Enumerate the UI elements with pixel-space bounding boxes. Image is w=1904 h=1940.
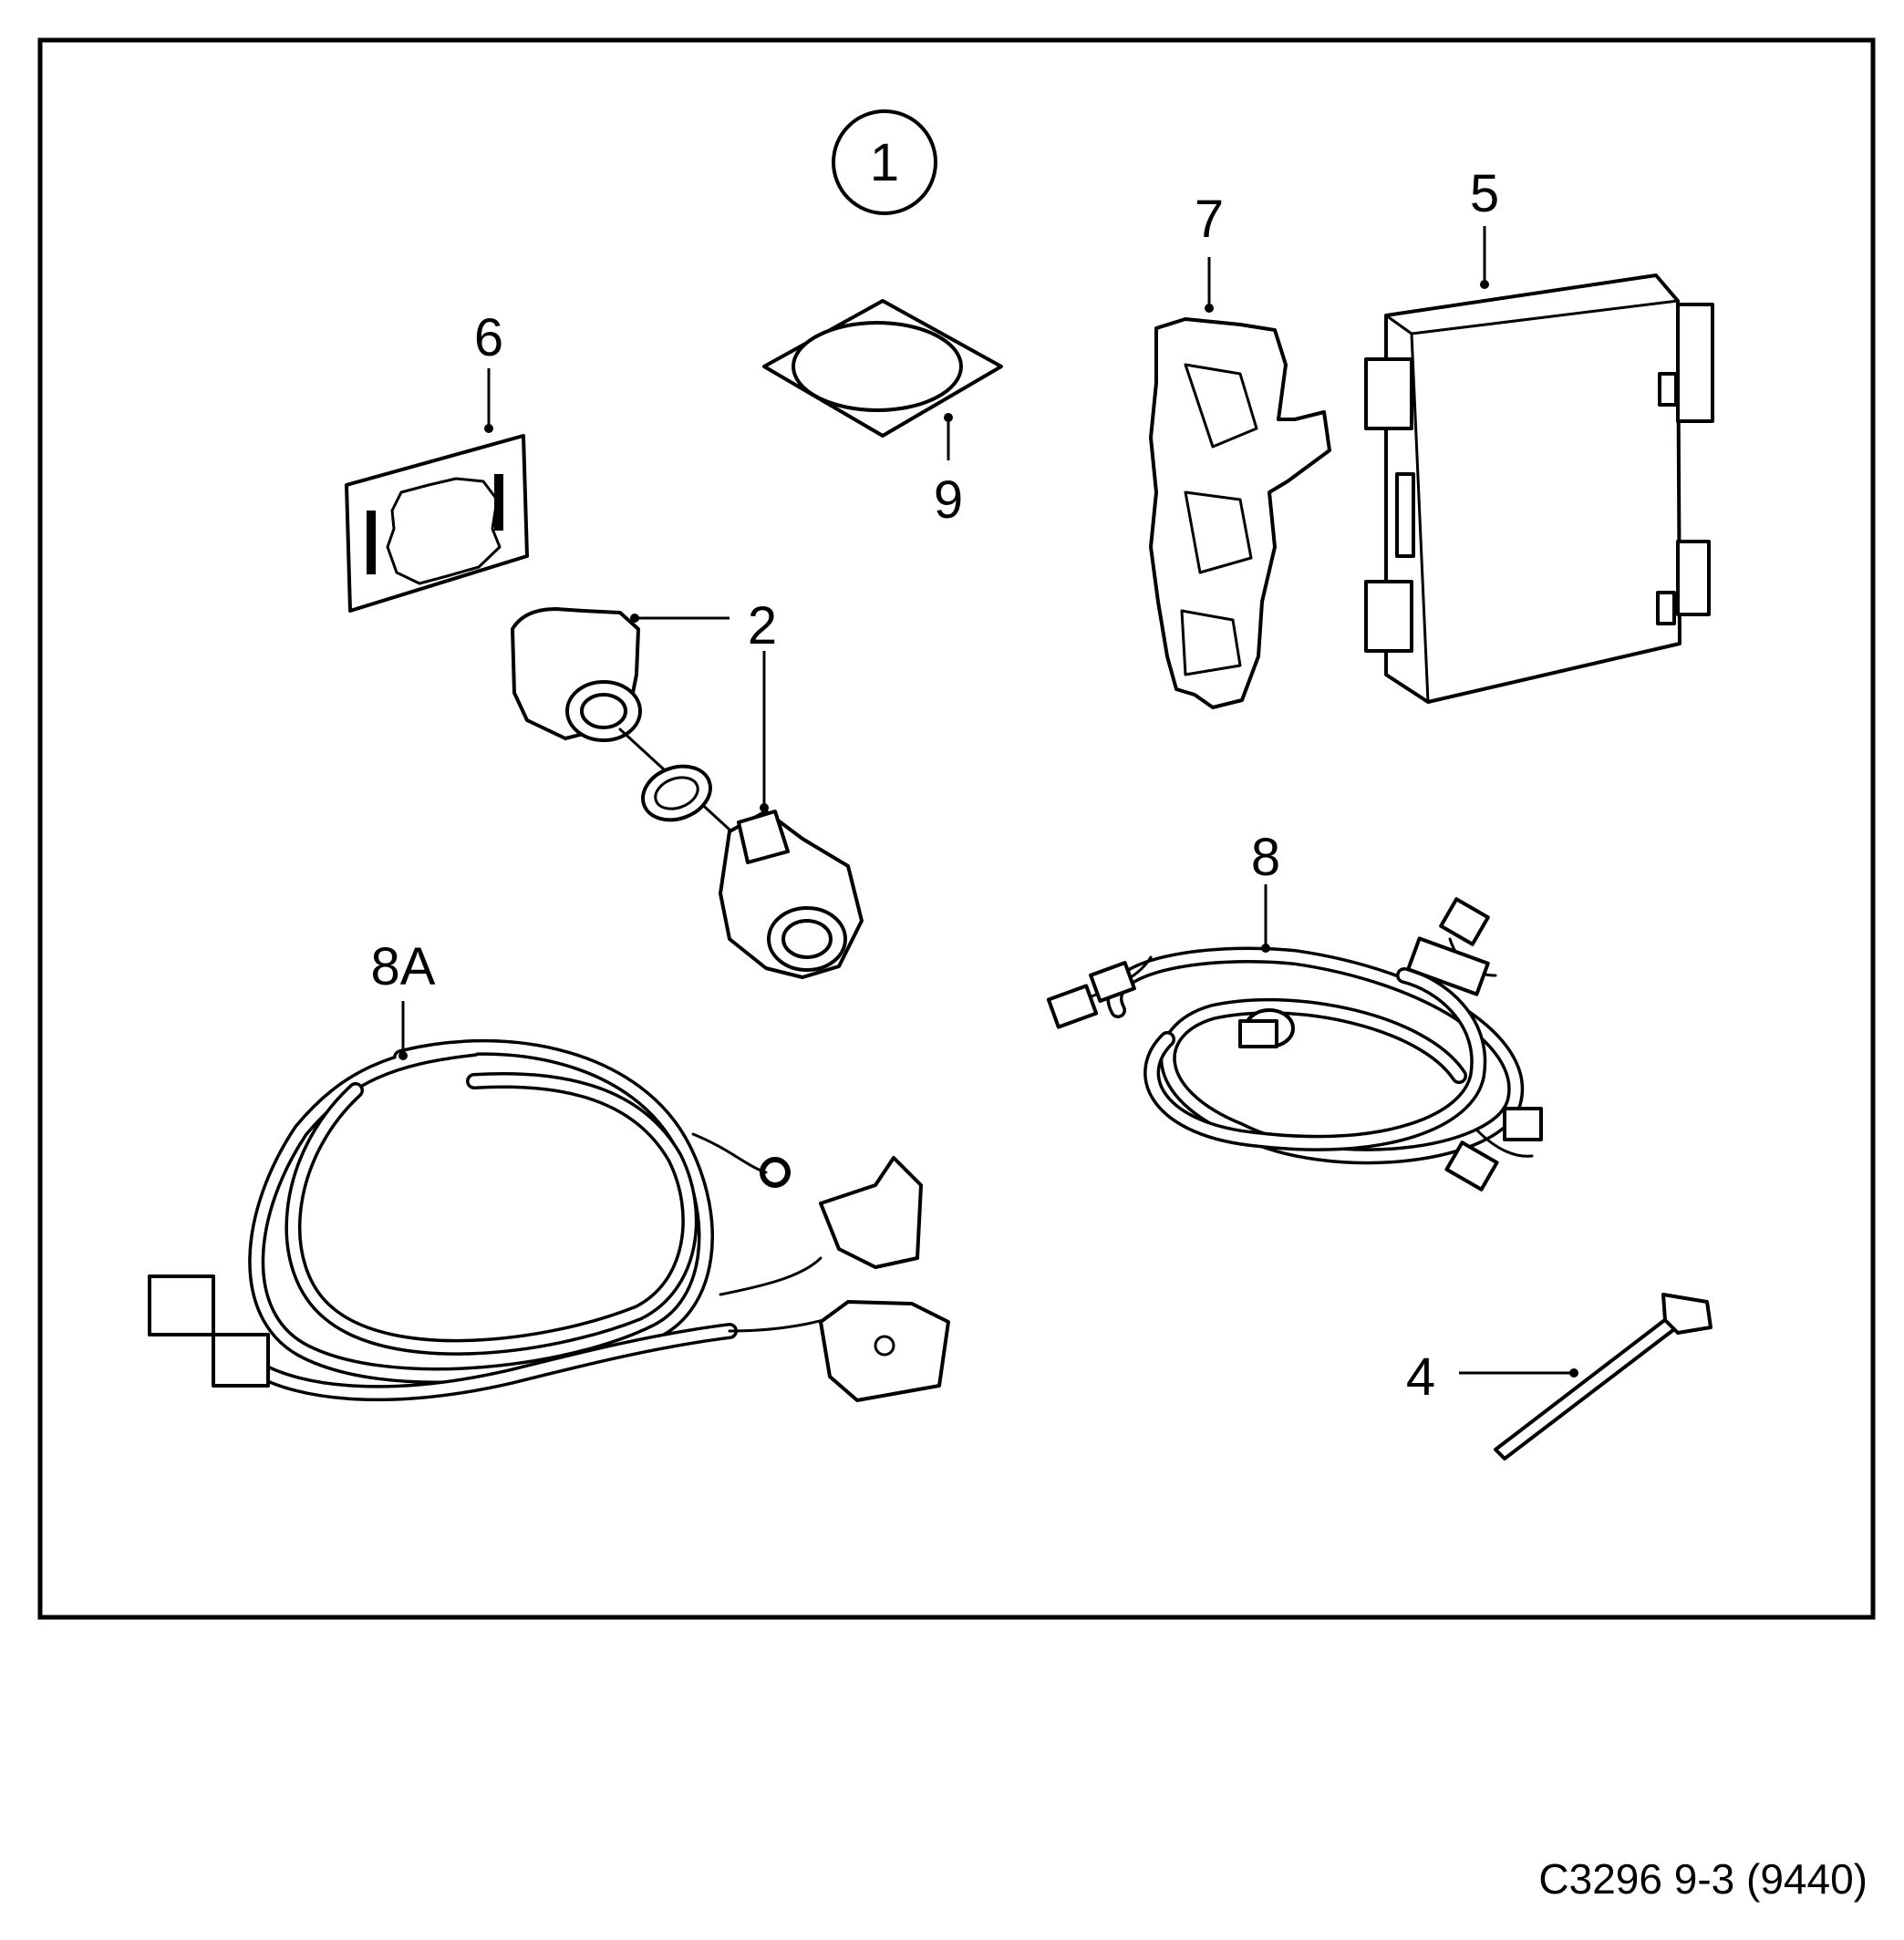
part-9-pad: 9	[762, 299, 1003, 530]
callout-5-label: 5	[1470, 164, 1499, 223]
diagram-frame	[37, 37, 1876, 1620]
callout-1: 1	[832, 109, 937, 215]
part-5-module: 5	[1364, 164, 1714, 704]
callout-8a-label: 8A	[371, 937, 436, 996]
callout-9-label: 9	[934, 470, 963, 530]
callout-4-label: 4	[1406, 1347, 1435, 1407]
part-8a-harness: 8A	[148, 937, 950, 1402]
callout-1-label: 1	[870, 133, 899, 192]
part-8-harness: 8	[1046, 828, 1543, 1192]
part-7-bracket: 7	[1149, 190, 1331, 709]
figure-caption: C3296 9-3 (9440)	[1538, 1855, 1868, 1903]
callout-6-label: 6	[474, 308, 503, 367]
callout-8-label: 8	[1251, 828, 1280, 887]
part-6-gasket: 6	[345, 308, 529, 613]
part-2-sensor: 2	[511, 596, 864, 979]
callout-7-label: 7	[1195, 190, 1224, 249]
callout-2-label: 2	[748, 596, 777, 655]
part-4-cable-tie: 4	[1406, 1293, 1713, 1460]
